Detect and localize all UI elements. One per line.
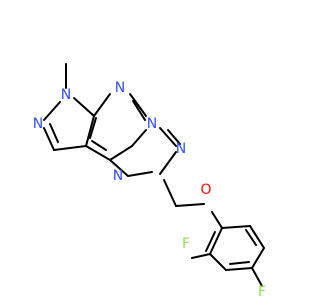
bond — [109, 159, 129, 177]
atom-f-ortho: F — [182, 236, 190, 252]
atom-f-para: F — [258, 284, 266, 300]
atom-n-pyrazole-1: N — [61, 87, 71, 103]
atom-n-triazole-1: N — [176, 141, 186, 157]
bond — [191, 253, 211, 259]
bond — [249, 225, 265, 249]
atom-n-pyrimidine: N — [115, 80, 125, 96]
bond-double — [205, 231, 216, 252]
bond — [85, 145, 111, 161]
bond-double — [89, 117, 97, 139]
bond — [109, 145, 133, 161]
bond — [221, 225, 251, 229]
bond — [43, 101, 61, 121]
bond — [85, 115, 95, 147]
molecule-structure-diagram: N N N N N N O F F — [33, 63, 266, 300]
bond-double — [127, 171, 153, 177]
bond — [53, 145, 87, 151]
bond-double — [132, 100, 146, 121]
bond-layer — [43, 63, 265, 287]
bond — [73, 97, 95, 117]
bond — [209, 253, 227, 271]
atom-n-triazole-2: N — [113, 168, 123, 184]
bond-double — [245, 229, 257, 246]
bond — [211, 211, 223, 229]
bond-double — [229, 261, 250, 265]
bond — [225, 267, 253, 271]
bond-double — [91, 140, 107, 151]
bond — [159, 151, 177, 175]
bond — [251, 267, 263, 287]
bond — [131, 129, 147, 147]
atom-o-ether: O — [200, 182, 211, 198]
structure-canvas: N N N N N N O F F — [32, 63, 267, 300]
atom-label-layer: N N N N N N O F F — [33, 80, 266, 300]
atom-n-pyrazole-2: N — [33, 116, 43, 132]
bond — [159, 127, 177, 147]
atom-n-bridgehead: N — [147, 116, 157, 132]
bond-double — [49, 123, 59, 143]
bond-double — [167, 129, 181, 145]
bond — [209, 227, 223, 255]
bond — [129, 93, 147, 117]
bond — [251, 247, 265, 269]
bond — [93, 93, 111, 117]
bond — [175, 203, 205, 207]
bond — [43, 127, 55, 151]
bond — [163, 179, 177, 207]
